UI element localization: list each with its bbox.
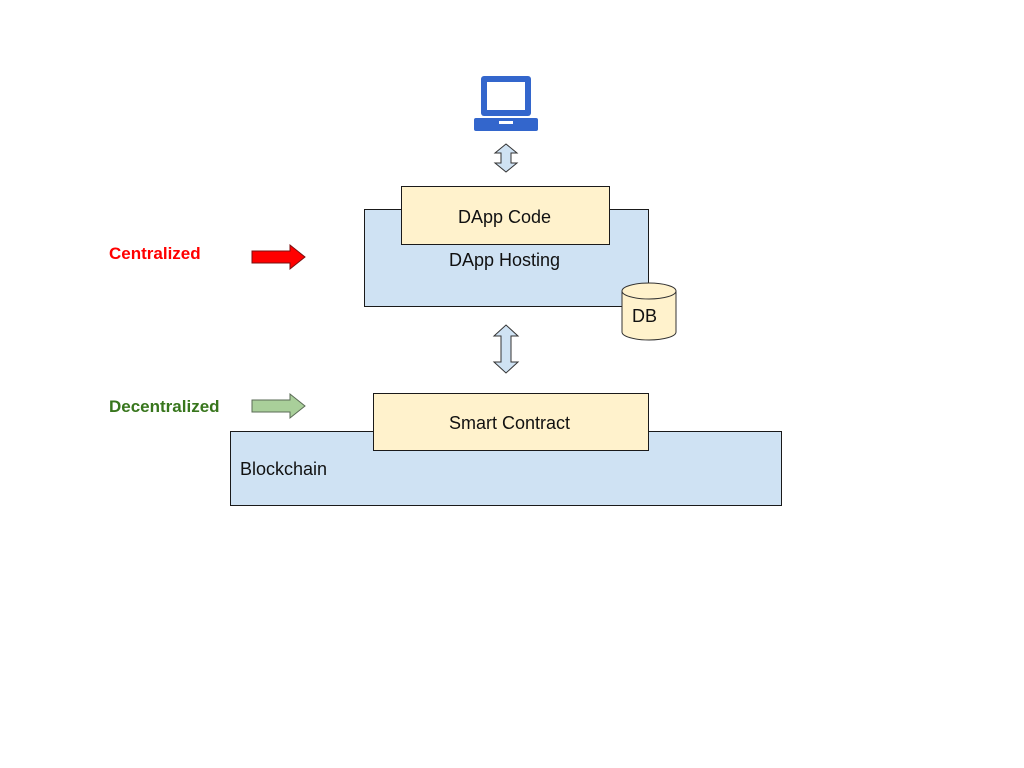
laptop-icon [474, 76, 538, 131]
smart-contract-box: Smart Contract [373, 393, 649, 451]
database-icon [621, 282, 677, 341]
centralized-label: Centralized [109, 244, 201, 263]
dapp-hosting-label: DApp Hosting [449, 250, 561, 270]
bidirectional-arrow-middle [492, 324, 520, 374]
decentralized-arrow-icon [251, 392, 306, 420]
dapp-code-label: DApp Code [458, 207, 552, 227]
db-label: DB [632, 306, 658, 326]
smart-contract-label: Smart Contract [449, 413, 571, 433]
decentralized-label: Decentralized [109, 397, 220, 416]
bidirectional-arrow-top [493, 143, 519, 173]
blockchain-label: Blockchain [240, 459, 328, 479]
centralized-arrow-icon [251, 243, 306, 271]
dapp-code-box: DApp Code [401, 186, 610, 245]
